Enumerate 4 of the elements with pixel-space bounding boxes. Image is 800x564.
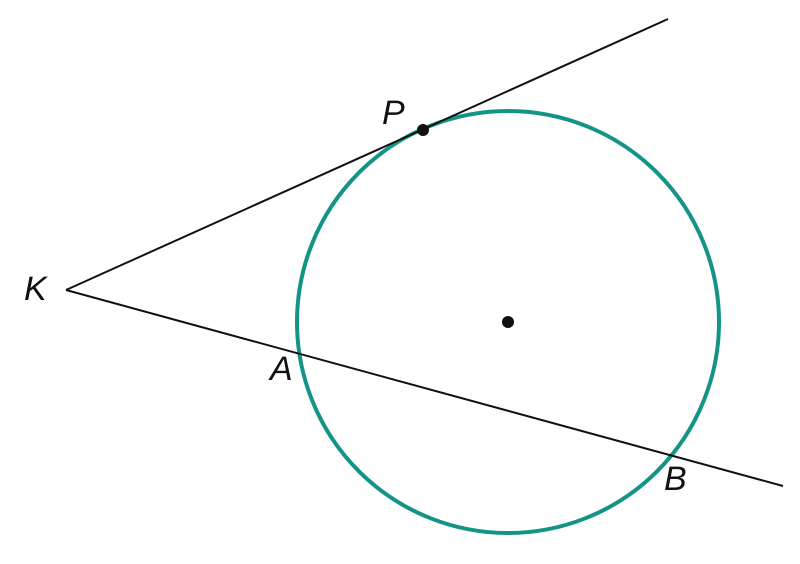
point-label: A <box>270 352 293 386</box>
point-label: B <box>664 462 687 496</box>
point-label: K <box>24 272 47 306</box>
point-label: P <box>382 96 405 130</box>
